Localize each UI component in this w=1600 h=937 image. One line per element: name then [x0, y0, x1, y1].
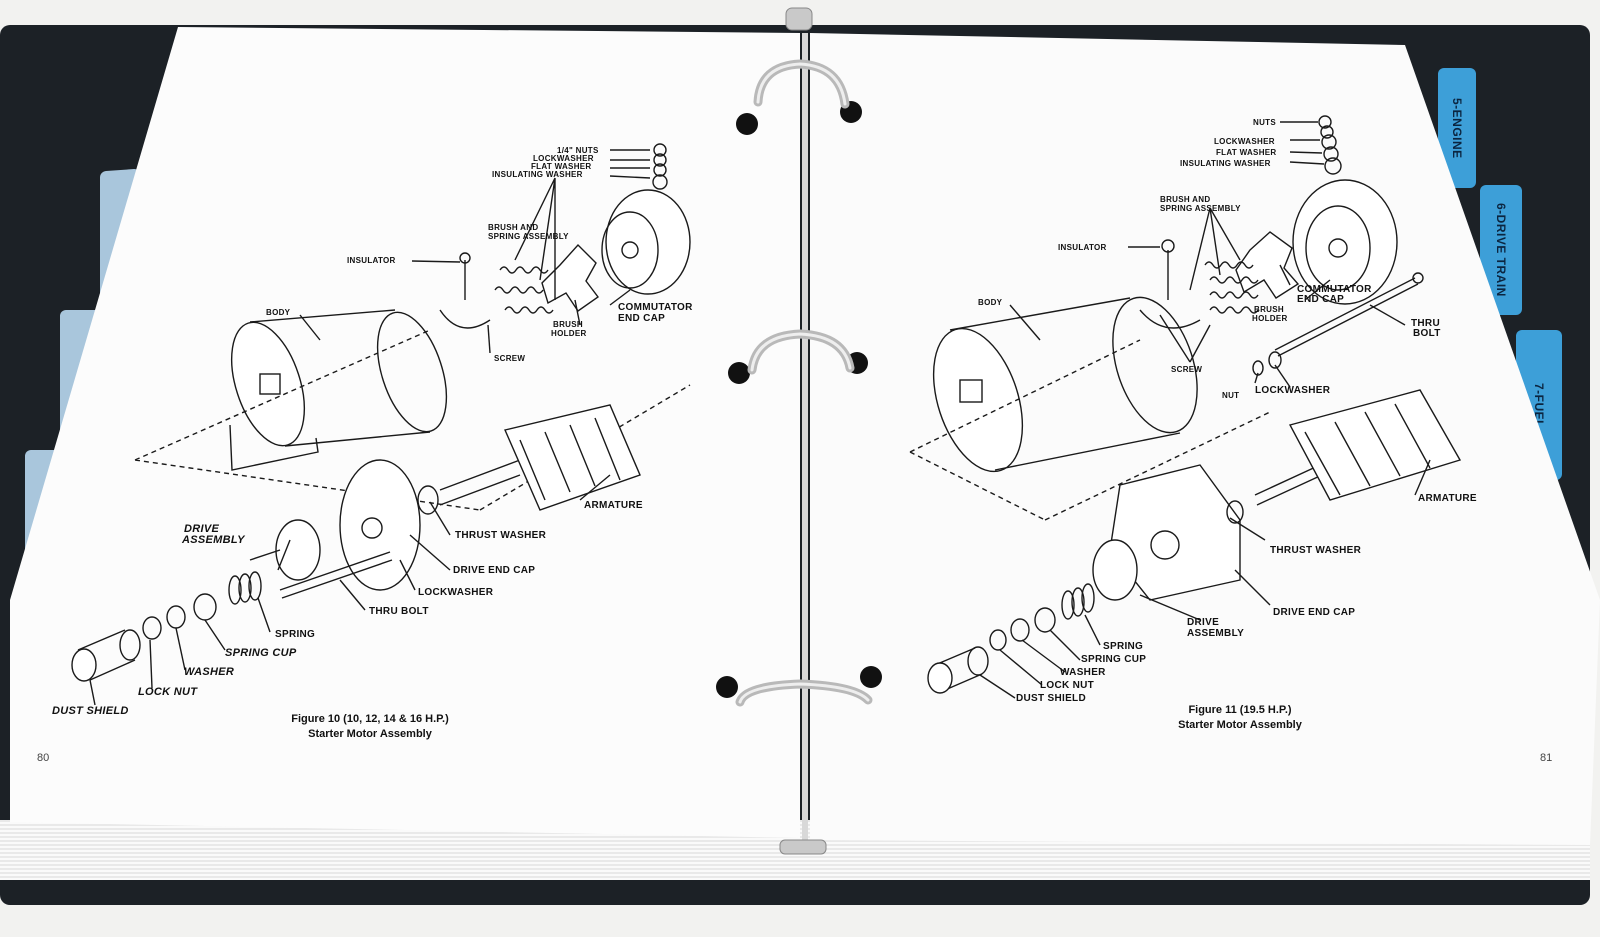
label-r-brush-spring-1: BRUSH AND	[1160, 195, 1211, 204]
label-washer: WASHER	[184, 666, 235, 678]
figure-10-title: Figure 10 (10, 12, 14 & 16 H.P.)	[291, 713, 449, 725]
label-spring: SPRING	[275, 629, 316, 640]
label-r-bolt: BOLT	[1413, 328, 1441, 339]
label-nuts: 1/4" NUTS	[557, 146, 599, 155]
binder-hole	[860, 666, 882, 688]
label-r-lock-nut: LOCK NUT	[1040, 680, 1095, 691]
label-r-thrust-washer: THRUST WASHER	[1270, 545, 1362, 556]
label-commutator: COMMUTATOR	[618, 302, 693, 313]
label-brush: BRUSH	[553, 320, 583, 329]
label-armature: ARMATURE	[584, 500, 643, 511]
figure-11-caption: Figure 11 (19.5 H.P.) Starter Motor Asse…	[1130, 703, 1350, 733]
starter-diagram-figure-11	[909, 115, 1462, 699]
label-brush-spring-1: BRUSH AND	[488, 223, 539, 232]
label-r-lockwasher: LOCKWASHER	[1255, 385, 1331, 396]
tab-engine-label: 5-ENGINE	[1450, 97, 1464, 159]
label-r-nut: NUT	[1222, 391, 1240, 400]
label-r-spring-cup: SPRING CUP	[1081, 654, 1147, 665]
figure-10-subtitle: Starter Motor Assembly	[308, 728, 432, 740]
label-insulator: INSULATOR	[347, 256, 396, 265]
binder-hole	[716, 676, 738, 698]
starter-diagram-figure-10	[71, 143, 691, 706]
label-r-insulating-washer: INSULATING WASHER	[1180, 159, 1271, 168]
label-r-brush-spring-2: SPRING ASSEMBLY	[1160, 204, 1241, 213]
label-r-thru: THRU	[1411, 318, 1440, 329]
tab-drive-train-label: 6-DRIVE TRAIN	[1494, 203, 1508, 297]
label-r-commutator-end-cap: END CAP	[1297, 294, 1345, 305]
label-dust-shield: DUST SHIELD	[52, 705, 129, 717]
label-r-screw: SCREW	[1171, 365, 1203, 374]
label-holder: HOLDER	[551, 329, 587, 338]
label-drive-assembly: ASSEMBLY	[182, 534, 245, 546]
label-r-brush: BRUSH	[1254, 305, 1284, 314]
label-body: BODY	[266, 308, 291, 317]
page-number-right: 81	[1540, 752, 1553, 764]
label-r-lockwasher-top: LOCKWASHER	[1214, 137, 1275, 146]
figure-11-title: Figure 11 (19.5 H.P.)	[1188, 704, 1292, 716]
label-r-insulator: INSULATOR	[1058, 243, 1107, 252]
figure-11-subtitle: Starter Motor Assembly	[1178, 719, 1302, 731]
label-r-drive-assembly: ASSEMBLY	[1187, 628, 1245, 639]
label-r-commutator: COMMUTATOR	[1297, 284, 1372, 295]
label-lock-nut: LOCK NUT	[138, 686, 198, 698]
label-insulating-washer: INSULATING WASHER	[492, 170, 583, 179]
label-screw: SCREW	[494, 354, 526, 363]
label-r-flat-washer: FLAT WASHER	[1216, 148, 1277, 157]
label-r-nuts: NUTS	[1253, 118, 1276, 127]
label-commutator-end-cap: END CAP	[618, 313, 666, 324]
label-lockwasher: LOCKWASHER	[418, 587, 494, 598]
binder-hole	[736, 113, 758, 135]
label-thru-bolt: THRU BOLT	[369, 606, 429, 617]
label-r-drive: DRIVE	[1187, 617, 1220, 628]
label-drive-end-cap: DRIVE END CAP	[453, 565, 536, 576]
label-r-spring: SPRING	[1103, 641, 1144, 652]
label-flat-washer: FLAT WASHER	[531, 162, 592, 171]
label-thrust-washer: THRUST WASHER	[455, 530, 547, 541]
label-spring-cup: SPRING CUP	[225, 647, 297, 659]
label-r-holder: HOLDER	[1252, 314, 1288, 323]
page-number-left: 80	[37, 752, 50, 764]
label-brush-spring-2: SPRING ASSEMBLY	[488, 232, 569, 241]
label-drive: DRIVE	[184, 523, 220, 535]
label-r-drive-end-cap: DRIVE END CAP	[1273, 607, 1356, 618]
label-r-body: BODY	[978, 298, 1003, 307]
label-r-dust-shield: DUST SHIELD	[1016, 693, 1086, 704]
label-r-armature: ARMATURE	[1418, 493, 1477, 504]
label-r-washer: WASHER	[1060, 667, 1106, 678]
label-lockwasher-top: LOCKWASHER	[533, 154, 594, 163]
tab-fuel-label: 7-FUEL	[1532, 382, 1546, 428]
figure-10-caption: Figure 10 (10, 12, 14 & 16 H.P.) Starter…	[250, 712, 490, 742]
binder-hole	[728, 362, 750, 384]
